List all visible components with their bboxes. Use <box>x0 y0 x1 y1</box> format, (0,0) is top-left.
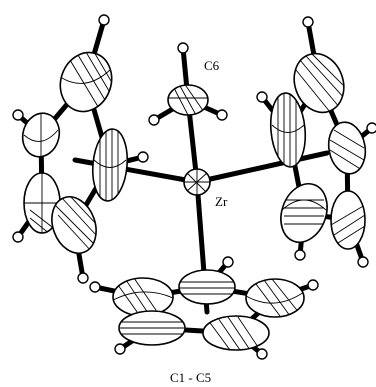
left-ring-atom-2 <box>91 128 129 202</box>
carbon-ellipsoids <box>21 51 367 351</box>
label-c6: C6 <box>204 58 220 73</box>
label-ring-atoms: C1 - C5 <box>170 370 211 385</box>
right-ring-atom-1 <box>293 52 349 114</box>
right-ring-atom-4 <box>330 190 366 250</box>
left-ring-atom-1 <box>59 51 115 113</box>
bottom-ring-atom-3 <box>245 278 305 318</box>
right-ring-atom-2 <box>269 92 307 168</box>
hydrogen-atoms <box>12 14 376 360</box>
bottom-ring-atom-5 <box>202 315 270 351</box>
label-zr: Zr <box>215 194 228 209</box>
zirconium-atom <box>183 168 211 196</box>
left-ring-atom-3 <box>23 172 61 234</box>
left-ring-atom-4 <box>51 195 99 254</box>
bottom-ring-atom-1 <box>112 277 174 317</box>
right-ring-atom-5 <box>327 121 367 175</box>
right-ring-atom-3 <box>280 183 328 243</box>
bottom-ring-atom-4 <box>118 310 186 346</box>
methyl-carbon-ellipsoid <box>167 84 209 116</box>
bottom-ring-atom-2 <box>178 269 236 305</box>
left-ring-atom-5 <box>21 112 61 158</box>
